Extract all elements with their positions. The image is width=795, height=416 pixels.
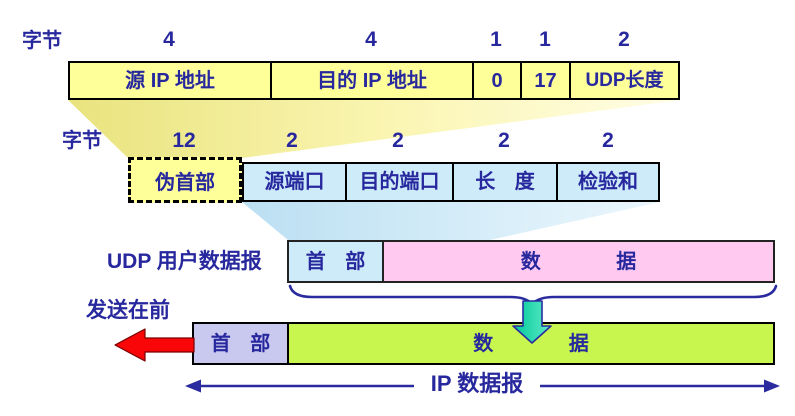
pseudo-header-row: 源 IP 地址 目的 IP 地址 0 17 UDP长度 [68,61,680,100]
encapsulation-arrow-icon [512,300,552,344]
source-ip-field: 源 IP 地址 [70,63,270,98]
ip-header-cell: 首 部 [194,324,287,363]
row1-size-4b: 4 [365,28,377,51]
udp-header-cell: 首 部 [289,242,382,281]
dest-ip-field: 目的 IP 地址 [270,63,472,98]
source-port-field: 源端口 [244,164,345,200]
row2-size-2d: 2 [602,129,614,152]
send-direction-arrow-icon [114,328,195,362]
row2-size-2b: 2 [392,129,404,152]
pseudo-header-expansion-shade [68,100,680,158]
row2-size-2c: 2 [498,129,510,152]
row1-size-4a: 4 [163,28,175,51]
row1-byte-label: 字节 [22,30,62,52]
udp-data-cell: 数 据 [382,242,773,281]
length-field: 长 度 [452,164,556,200]
sent-first-label: 发送在前 [86,299,170,322]
row2-size-2a: 2 [286,129,298,152]
pseudo-header-cell: 伪首部 [128,157,242,203]
ip-span-arrowhead-right [764,379,780,393]
udp-datagram-row: 首 部 数 据 [287,240,775,283]
ip-span-arrowhead-left [185,379,201,393]
udp-datagram-label: UDP 用户数据报 [107,250,262,273]
udp-length-field: UDP长度 [569,63,678,98]
protocol-17-field: 17 [520,63,569,98]
dest-port-field: 目的端口 [345,164,452,200]
row2-byte-label: 字节 [62,130,102,152]
ip-datagram-row: 首 部 数 据 [192,322,775,365]
row1-size-1a: 1 [490,28,502,51]
udp-header-expansion-shade [242,202,660,240]
udp-header-row: 源端口 目的端口 长 度 检验和 [242,162,660,202]
ip-datagram-span-label: IP 数据报 [430,371,524,396]
row2-size-12: 12 [172,129,196,152]
checksum-field: 检验和 [556,164,658,200]
zero-field: 0 [472,63,520,98]
row1-size-2: 2 [618,28,630,51]
row1-size-1b: 1 [539,28,551,51]
